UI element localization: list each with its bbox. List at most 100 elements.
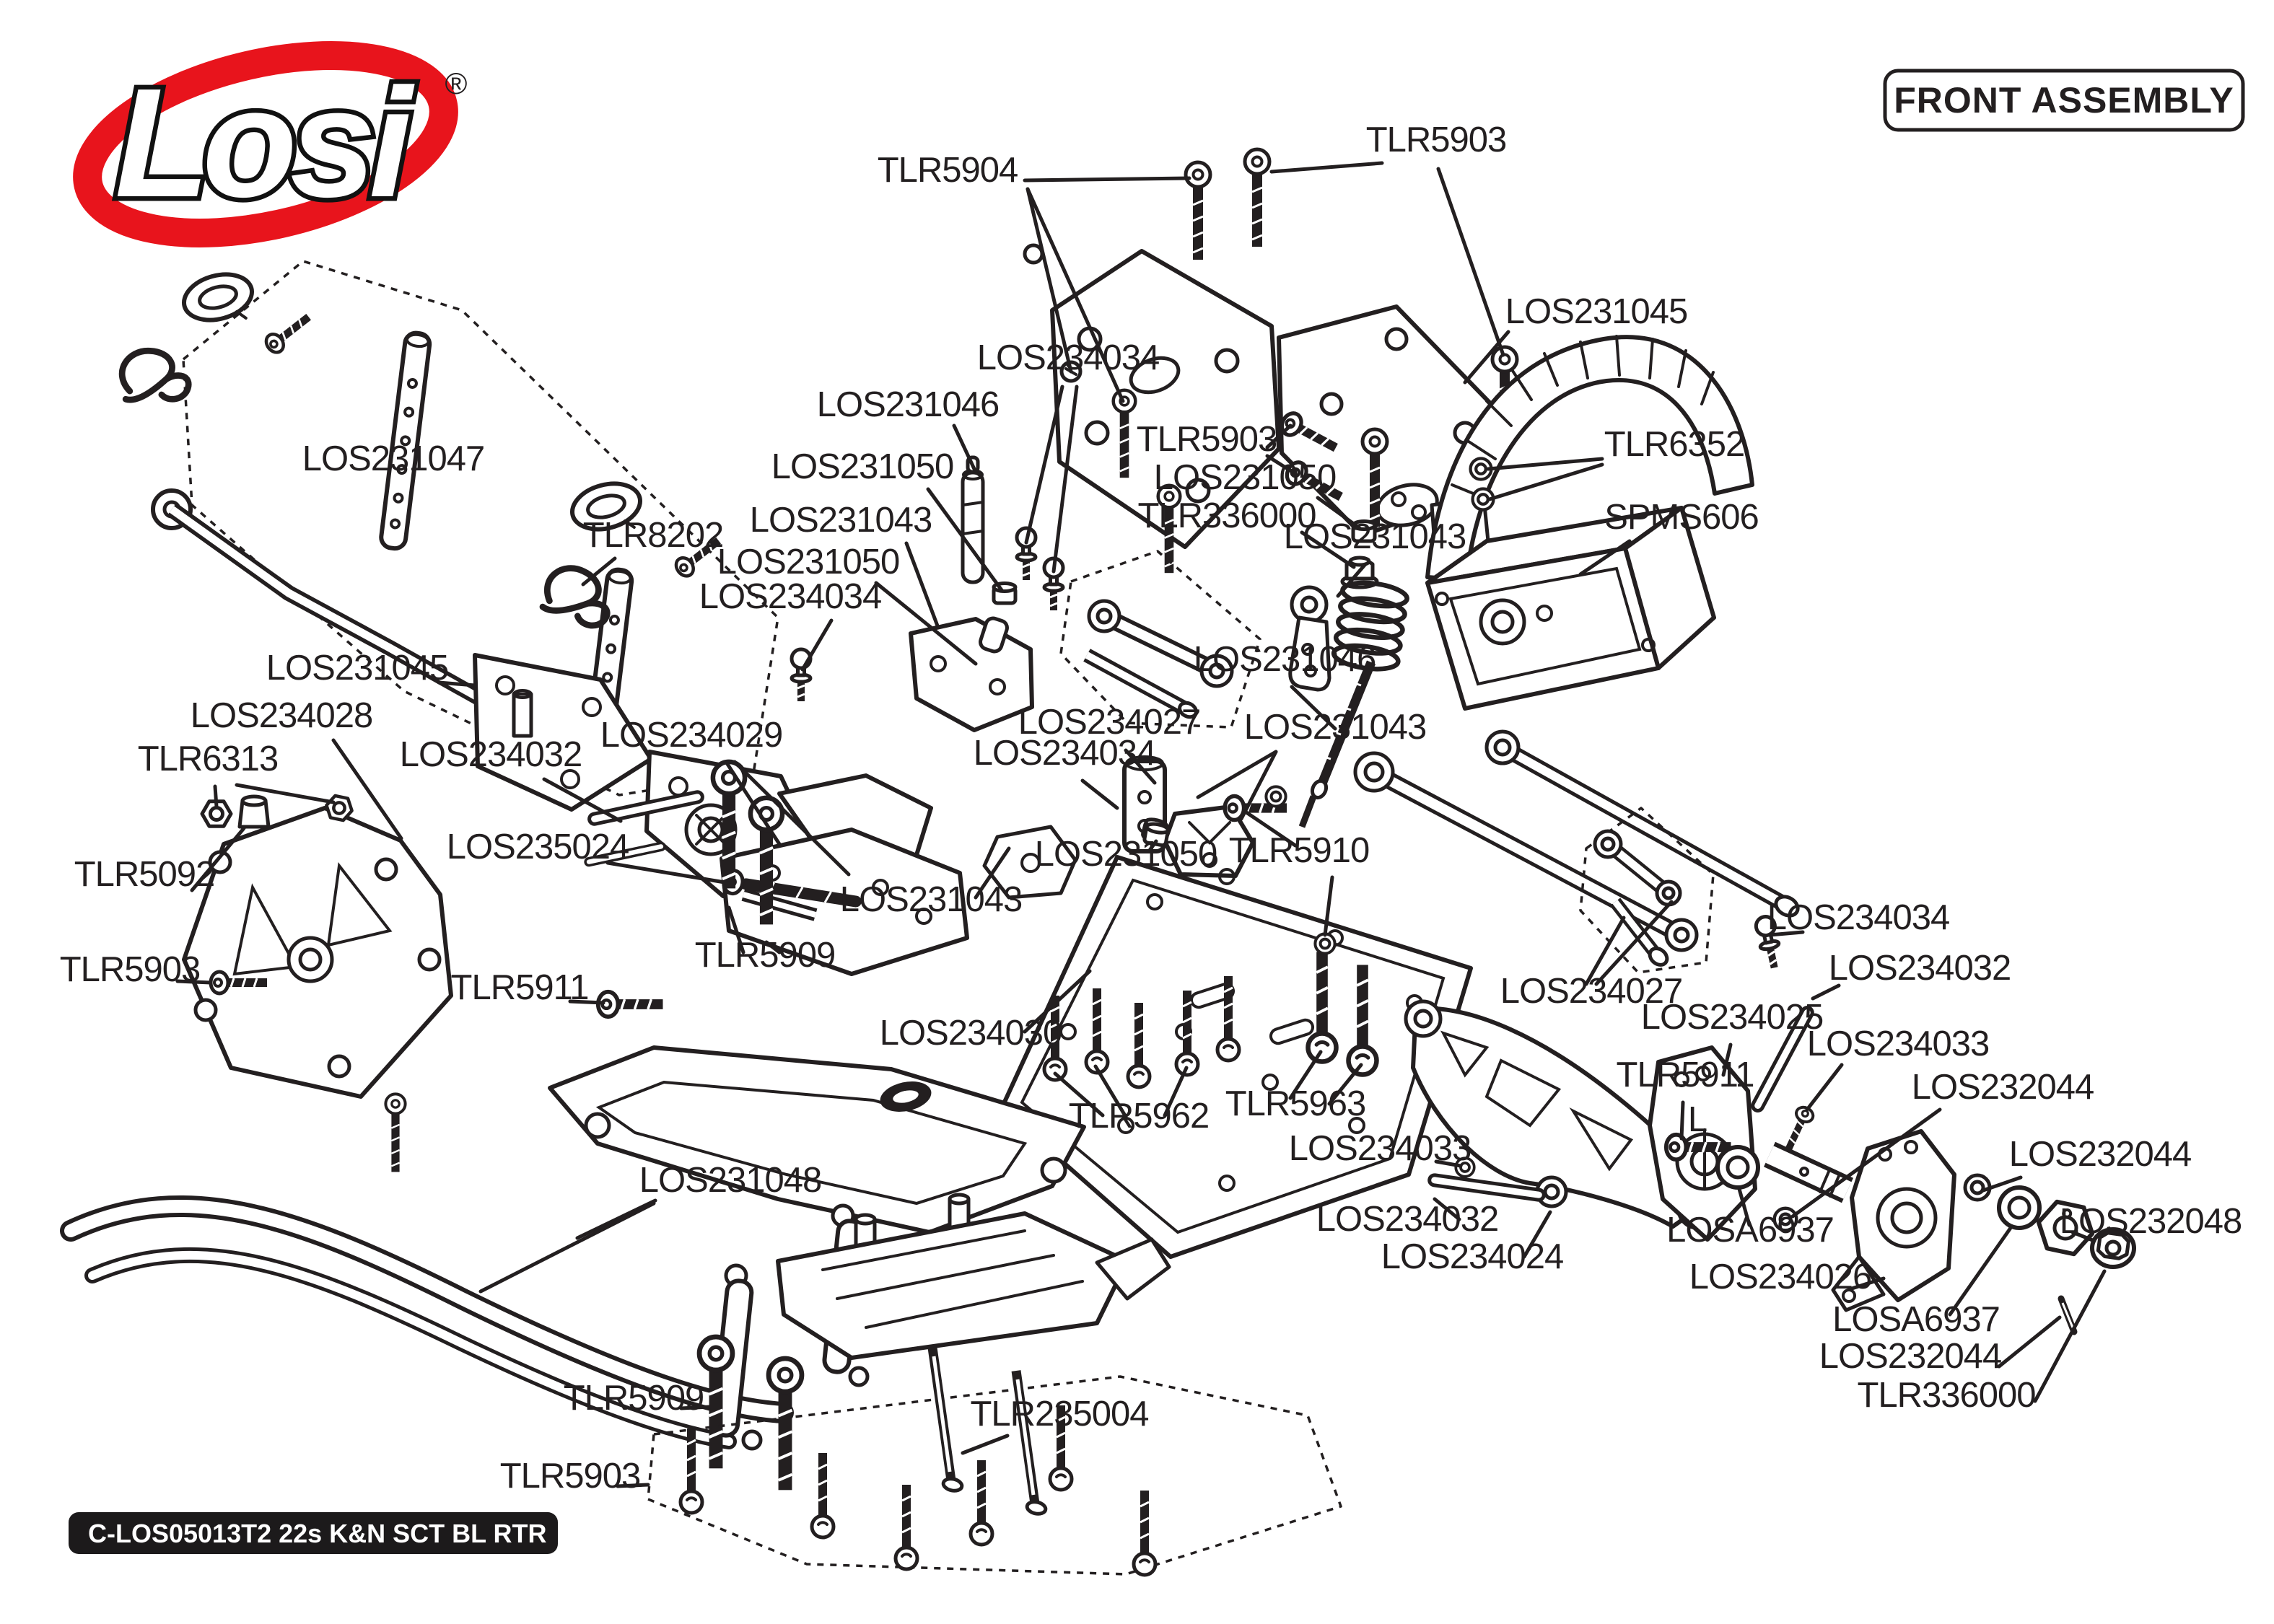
part-label-LOS231050: LOS231050 — [771, 447, 954, 486]
leader-line — [1147, 839, 1158, 853]
part-label-LOS234032: LOS234032 — [1316, 1200, 1499, 1239]
part-label-LOS232044: LOS232044 — [1912, 1068, 2094, 1107]
part-label-LOSA6937: LOSA6937 — [1832, 1300, 2000, 1339]
leader-line — [1433, 1197, 1461, 1221]
footer-badge: C-LOS05013T2 22s K&N SCT BL RTR — [69, 1512, 558, 1554]
part-label-TLR235004: TLR235004 — [970, 1395, 1148, 1434]
part-label-LOS234034: LOS234034 — [1767, 898, 1950, 937]
part-label-LOS231048: LOS231048 — [639, 1161, 822, 1200]
part-label-TLR5911: TLR5911 — [451, 968, 589, 1007]
part-label-LOS231050: LOS231050 — [1154, 458, 1337, 497]
servo-horn — [1288, 585, 1331, 692]
part-label-TLR5903: TLR5903 — [1137, 420, 1277, 459]
part-label-LOS231050: LOS231050 — [717, 543, 900, 581]
leader-line — [1584, 916, 1626, 986]
part-label-TLR5909: TLR5909 — [564, 1379, 704, 1418]
leader-line — [1434, 1159, 1463, 1168]
part-label-TLR5910: TLR5910 — [1229, 831, 1370, 870]
washer-icon — [1266, 786, 1285, 806]
leader-line — [213, 784, 219, 809]
leader-line — [478, 1201, 656, 1294]
leader-line — [575, 1198, 657, 1240]
leader-line — [1790, 1107, 1942, 1219]
hex-hub-icon — [2036, 1199, 2095, 1257]
front-bumper — [60, 1045, 1086, 1451]
leader-line — [926, 487, 1004, 592]
part-label-TLR336000: TLR336000 — [1857, 1376, 2035, 1415]
part-label-LOS234024: LOS234024 — [1381, 1237, 1564, 1276]
title-box: FRONT ASSEMBLY — [1883, 69, 2245, 132]
leader-lines — [175, 161, 2107, 1488]
part-label-TLR6352: TLR6352 — [1604, 425, 1745, 464]
leader-line — [1196, 750, 1278, 799]
leader-line — [1080, 778, 1119, 810]
leader-line — [1026, 187, 1125, 403]
part-label-L: L — [1688, 1100, 1707, 1139]
part-label-LOS231045: LOS231045 — [266, 649, 449, 688]
bumper-brace — [699, 1193, 1171, 1490]
footer-code: C-LOS05013T2 22s K&N SCT BL RTR — [88, 1519, 547, 1548]
leader-line — [1679, 1100, 1685, 1141]
part-drawings — [60, 149, 2136, 1575]
part-label-LOS231050: LOS231050 — [1035, 835, 1217, 874]
steering-link-group — [1059, 550, 1261, 729]
leader-line — [1053, 1071, 1105, 1118]
part-label-LOS234033: LOS234033 — [1289, 1129, 1471, 1168]
part-label-LOS234027: LOS234027 — [1500, 972, 1683, 1011]
leader-line — [1805, 1063, 1844, 1112]
page-title: FRONT ASSEMBLY — [1894, 80, 2234, 120]
leader-line — [1850, 1276, 1886, 1291]
logo-wordmark: Losi — [115, 56, 415, 229]
part-label-LOS234026: LOS234026 — [1689, 1257, 1872, 1296]
leader-line — [1093, 1064, 1128, 1119]
bottom-screw-set — [647, 1347, 1342, 1575]
part-label-LOS234032: LOS234032 — [1829, 949, 2011, 988]
part-label-LOS231047: LOS231047 — [302, 439, 485, 478]
leader-line — [581, 556, 617, 587]
leader-line — [961, 1434, 1010, 1455]
leader-line — [1463, 330, 1510, 385]
leader-line — [800, 618, 834, 672]
logo-ring — [73, 41, 458, 247]
spindle-assembly — [1648, 1006, 2136, 1335]
leader-line — [1024, 385, 1064, 545]
losi-logo: Losi ® — [73, 41, 468, 247]
leader-line — [1269, 161, 1384, 174]
part-label-LOS234028: LOS234028 — [191, 696, 373, 735]
lock-nut-icon — [2090, 1227, 2136, 1269]
leader-line — [1486, 457, 1604, 471]
part-label-LOS232044: LOS232044 — [1819, 1337, 2002, 1376]
leader-line — [542, 777, 623, 823]
leader-line — [974, 846, 1011, 900]
leader-line — [190, 826, 246, 892]
part-label-TLR8202: TLR8202 — [583, 516, 724, 555]
part-label-LOS235024: LOS235024 — [447, 828, 629, 866]
part-label-LOS231043: LOS231043 — [1244, 708, 1427, 747]
part-label-LOS234027: LOS234027 — [1018, 703, 1201, 742]
leader-line — [952, 423, 976, 471]
leader-line — [1997, 1315, 2062, 1369]
shock-tower — [182, 794, 453, 1172]
part-label-LOS234030: LOS234030 — [880, 1014, 1062, 1053]
shock-assembly — [1278, 410, 1493, 828]
bearing-icon — [1718, 1147, 1758, 1188]
part-label-TLR5962: TLR5962 — [1069, 1097, 1210, 1136]
part-label-LOS231043: LOS231043 — [750, 501, 932, 540]
chassis-plate — [1000, 822, 1473, 1259]
leader-line — [874, 581, 978, 666]
part-label-TLR6313: TLR6313 — [138, 739, 279, 778]
leader-line — [2033, 1269, 2107, 1403]
leader-line — [1288, 1050, 1323, 1100]
leader-line — [568, 999, 605, 1005]
leader-line — [616, 1483, 650, 1488]
leader-line — [1436, 167, 1505, 357]
top-brace-assembly — [1023, 149, 1517, 573]
leader-line — [1316, 496, 1362, 530]
leader-line — [175, 979, 213, 985]
leader-line — [904, 541, 940, 630]
part-label-LOS234032: LOS234032 — [400, 735, 582, 774]
leader-line — [437, 680, 477, 688]
part-label-TLR5903: TLR5903 — [60, 950, 201, 989]
